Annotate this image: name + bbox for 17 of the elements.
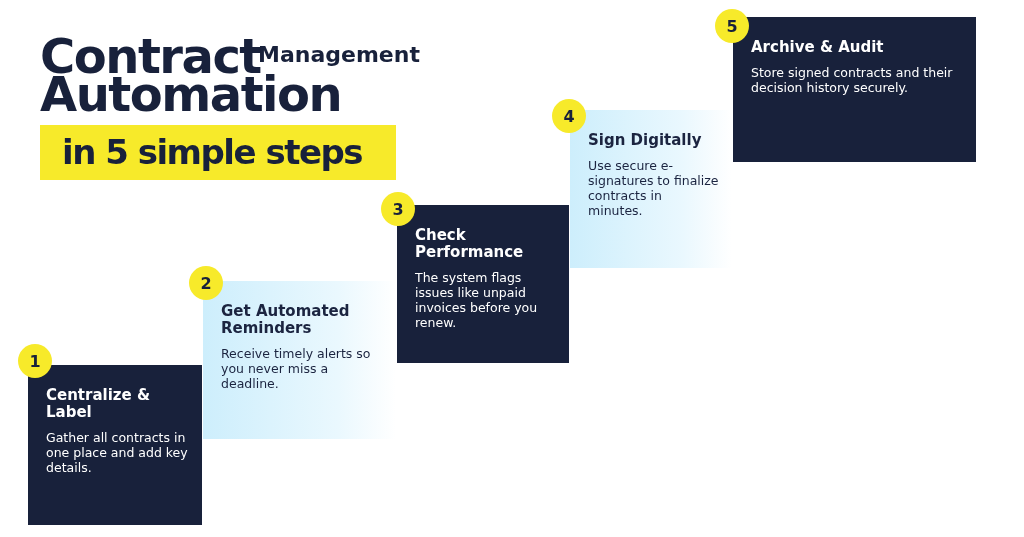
step-description: Gather all contracts in one place and add key details.	[46, 430, 189, 475]
step-description: Receive timely alerts so you never miss a deadline.	[221, 346, 372, 391]
step-heading: Get Automated Reminders	[221, 303, 351, 337]
step-number-circle: 5	[715, 9, 749, 43]
subtitle-banner: in 5 simple steps	[40, 125, 396, 180]
step-description: Store signed contracts and their decision history securely.	[751, 65, 954, 95]
step-heading: Archive & Audit	[751, 39, 885, 56]
step-number-circle: 2	[189, 266, 223, 300]
step-card	[28, 365, 202, 525]
step-heading: Centralize & Label	[46, 387, 152, 421]
step-description: Use secure e-signatures to finalize contracts in minutes.	[588, 158, 720, 218]
step-number-circle: 1	[18, 344, 52, 378]
step-number-circle: 4	[552, 99, 586, 133]
step-heading: Sign Digitally	[588, 132, 703, 149]
step-description: The system flags issues like unpaid invoices before you renew.	[415, 270, 539, 330]
step-number-circle: 3	[381, 192, 415, 226]
step-heading: Check Performance	[415, 227, 525, 261]
